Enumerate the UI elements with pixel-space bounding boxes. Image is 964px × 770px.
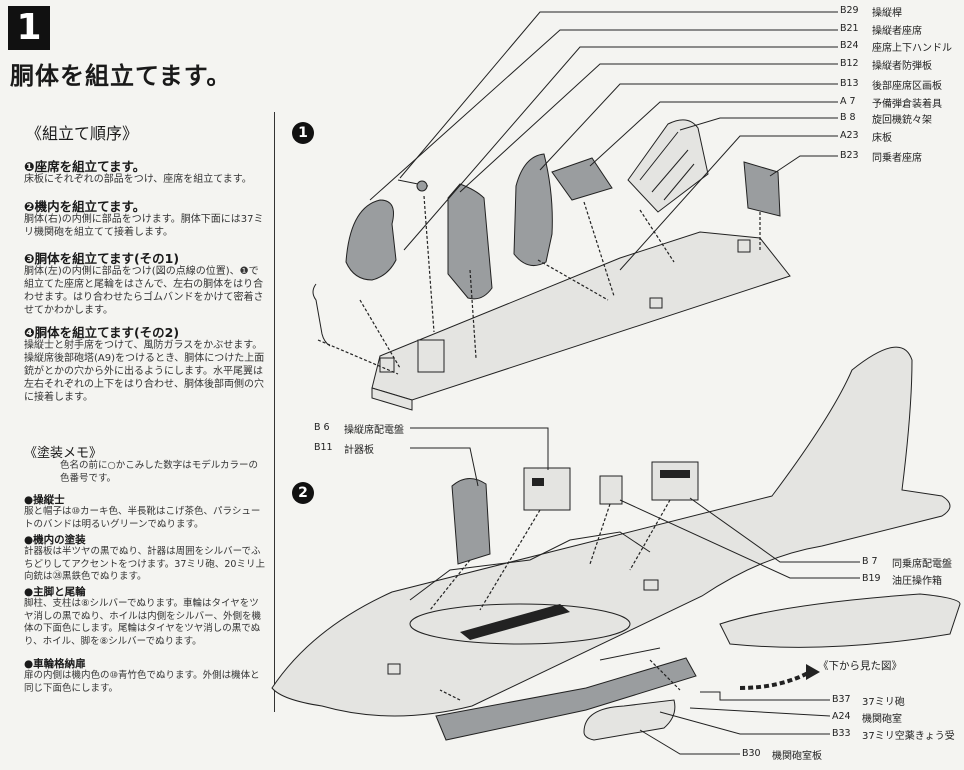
bottom-view-fuselage: [719, 593, 961, 648]
fuselage-half: [271, 346, 951, 717]
label-b29-text: 操縦桿: [872, 8, 902, 19]
label-a24-text: 機関砲室: [862, 714, 902, 725]
gun-bay: [435, 657, 697, 741]
gunner-switchboard: [651, 461, 699, 501]
diagram-1-marker: 1: [292, 122, 314, 144]
gun-bay-slot: [460, 604, 570, 640]
memo-pilot-body: 服と帽子は⑩カーキ色、半長靴はこげ茶色、パラシュートのバンドは明るいグリーンでぬ…: [24, 506, 261, 530]
step-1-body: 床板にそれぞれの部品をつけ、座席を組立てます。: [24, 174, 252, 185]
memo-pilot-heading: ●操縦士: [24, 494, 65, 506]
order-title: 《組立て順序》: [26, 124, 139, 143]
memo-interior-body: 計器板は半ツヤの黒でぬり、計器は周囲をシルバーでふちどりしてアクセントをつけます…: [24, 546, 265, 582]
gun-bay-plate: [583, 699, 676, 741]
hydraulic-box: [599, 475, 623, 505]
armor-plate: [447, 183, 493, 300]
label-b19-text: 油圧操作箱: [892, 576, 942, 587]
label-b23-code: B23: [840, 150, 859, 161]
memo-title: 《塗装メモ》: [24, 446, 103, 461]
step-3-heading: ❸胴体を組立てます(その1): [24, 251, 180, 266]
step-3-body: 胴体(左)の内側に部品をつけ(図の点線の位置)、❶で組立てた座席と尾輪をはさんで…: [24, 266, 264, 316]
magazine-mount: [551, 157, 613, 201]
label-b13-code: B13: [840, 78, 859, 89]
step-number-box: 1: [8, 6, 50, 50]
label-b33-code: B33: [832, 728, 851, 739]
label-b21-code: B21: [840, 23, 859, 34]
floor-part-1: [417, 339, 445, 373]
rear-bulkhead: [513, 153, 553, 267]
label-b33-text: 37ミリ空薬きょう受: [862, 731, 955, 742]
pilot-switchboard: [523, 467, 571, 511]
label-b23-text: 同乗者座席: [872, 153, 922, 164]
column-divider: [274, 112, 275, 712]
label-b11-text: 計器板: [344, 445, 374, 456]
label-b8-code: B 8: [840, 112, 856, 123]
label-b24-text: 座席上下ハンドル: [872, 43, 952, 54]
memo-intro: 色名の前に○かこみした数字はモデルカラーの色番号です。: [60, 460, 259, 484]
label-a23-code: A23: [840, 130, 859, 141]
label-b6-code: B 6: [314, 422, 330, 433]
gun-mount: [627, 119, 709, 213]
gunner-seat: [743, 161, 781, 217]
diagram-2-marker: 2: [292, 482, 314, 504]
label-b37-text: 37ミリ砲: [862, 697, 905, 708]
label-b37-code: B37: [832, 694, 851, 705]
label-b8-text: 旋回機銃々架: [872, 115, 932, 126]
label-b30-text: 機関砲室板: [772, 751, 822, 762]
step-4-body: 操縦士と射手席をつけて、風防ガラスをかぶせます。操縦席後部砲塔(A9)をつけると…: [24, 340, 265, 403]
label-a23-text: 床板: [872, 133, 892, 144]
label-b12-text: 操縦者防弾板: [872, 61, 932, 72]
label-a24-code: A24: [832, 711, 851, 722]
label-b21-text: 操縦者座席: [872, 26, 922, 37]
floor-board: [371, 231, 791, 401]
label-b13-text: 後部座席区画板: [872, 81, 942, 92]
memo-gear-body: 脚柱、支柱は⑧シルバーでぬります。車輪はタイヤをツヤ消しの黒でぬり、ホイルは内側…: [24, 598, 262, 647]
instrument-panel: [451, 478, 491, 565]
control-stick: [416, 180, 428, 192]
memo-interior-heading: ●機内の塗装: [24, 534, 86, 546]
step-2-body: 胴体(右)の内側に部品をつけます。胴体下面には37ミリ機関砲を組立てて接着します…: [24, 214, 264, 238]
step-1-heading: ❶座席を組立てます。: [24, 159, 146, 174]
pilot-seat: [345, 199, 397, 281]
memo-doors-body: 扉の内側は機内色の⑩青竹色でぬります。外側は機体と同じ下面色にします。: [24, 670, 260, 694]
label-a7-code: A 7: [840, 96, 856, 107]
memo-doors-heading: ●車輪格納扉: [24, 658, 86, 670]
bottom-view-caption: 《下から見た図》: [818, 660, 902, 672]
page-title: 胴体を組立てます。: [10, 62, 232, 90]
label-b12-code: B12: [840, 58, 859, 69]
label-b11-code: B11: [314, 442, 333, 453]
label-b7-code: B 7: [862, 556, 878, 567]
label-b7-text: 同乗席配電盤: [892, 559, 952, 570]
label-b6-text: 操縦席配電盤: [344, 425, 404, 436]
label-b24-code: B24: [840, 40, 859, 51]
label-a7-text: 予備弾倉装着具: [872, 99, 942, 110]
label-b19-code: B19: [862, 573, 881, 584]
label-b30-code: B30: [742, 748, 761, 759]
step-4-heading: ❹胴体を組立てます(その2): [24, 325, 180, 340]
label-b29-code: B29: [840, 5, 859, 16]
memo-gear-heading: ●主脚と尾輪: [24, 586, 86, 598]
step-2-heading: ❷機内を組立てます。: [24, 199, 146, 214]
